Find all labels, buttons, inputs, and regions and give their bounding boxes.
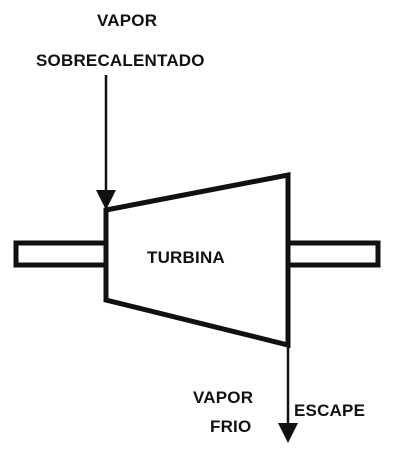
turbine-label: TURBINA [147,248,225,267]
outlet-label-line2: FRIO [210,417,251,436]
inlet-arrowhead [96,190,116,210]
exhaust-label: ESCAPE [294,401,365,420]
shaft-right [285,240,381,268]
shaft-left [13,240,109,268]
inlet-label-line1: VAPOR [97,11,157,30]
inlet-label-line2: SOBRECALENTADO [36,51,205,70]
outlet-arrowhead [278,423,298,443]
outlet-label-line1: VAPOR [193,388,253,407]
